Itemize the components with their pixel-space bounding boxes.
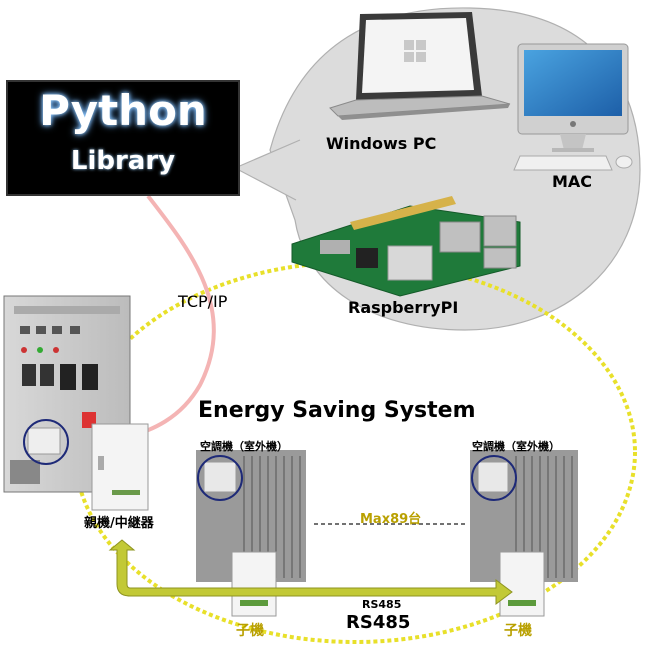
child-2-label: 子機 <box>504 623 532 639</box>
raspberry-pi-label: RaspberryPI <box>348 298 459 317</box>
rs485-small-label: RS485 <box>362 598 402 611</box>
gateway-device <box>91 423 149 511</box>
child-device-2 <box>499 551 545 617</box>
ac-unit-2-circle <box>471 455 517 501</box>
mac-label: MAC <box>552 172 593 191</box>
windows-pc-label: Windows PC <box>326 134 437 153</box>
gateway-label: 親機/中継器 <box>84 516 154 531</box>
tcpip-line <box>131 194 216 438</box>
imac-icon <box>513 43 633 171</box>
system-title: Energy Saving System <box>198 398 476 423</box>
child-1-label: 子機 <box>236 623 264 639</box>
library-title-library: Library <box>70 146 176 176</box>
ac-unit-1-label: 空調機（室外機） <box>200 440 288 453</box>
laptop-icon <box>329 12 511 120</box>
library-title-python: Python <box>39 86 207 135</box>
rs485-large-label: RS485 <box>346 612 411 633</box>
ac-unit-1-circle <box>197 455 243 501</box>
panel-device-circle <box>23 419 69 465</box>
device-cloud-pointer <box>235 140 300 200</box>
rs485-arrow <box>108 539 513 605</box>
python-library-box: Python Library <box>6 80 240 196</box>
raspberry-pi-icon <box>291 196 521 297</box>
ac-unit-2-label: 空調機（室外機） <box>472 440 560 453</box>
child-device-1 <box>231 551 277 617</box>
tcpip-label: TCP/IP <box>178 292 228 311</box>
max-units-label: Max89台 <box>360 512 422 527</box>
